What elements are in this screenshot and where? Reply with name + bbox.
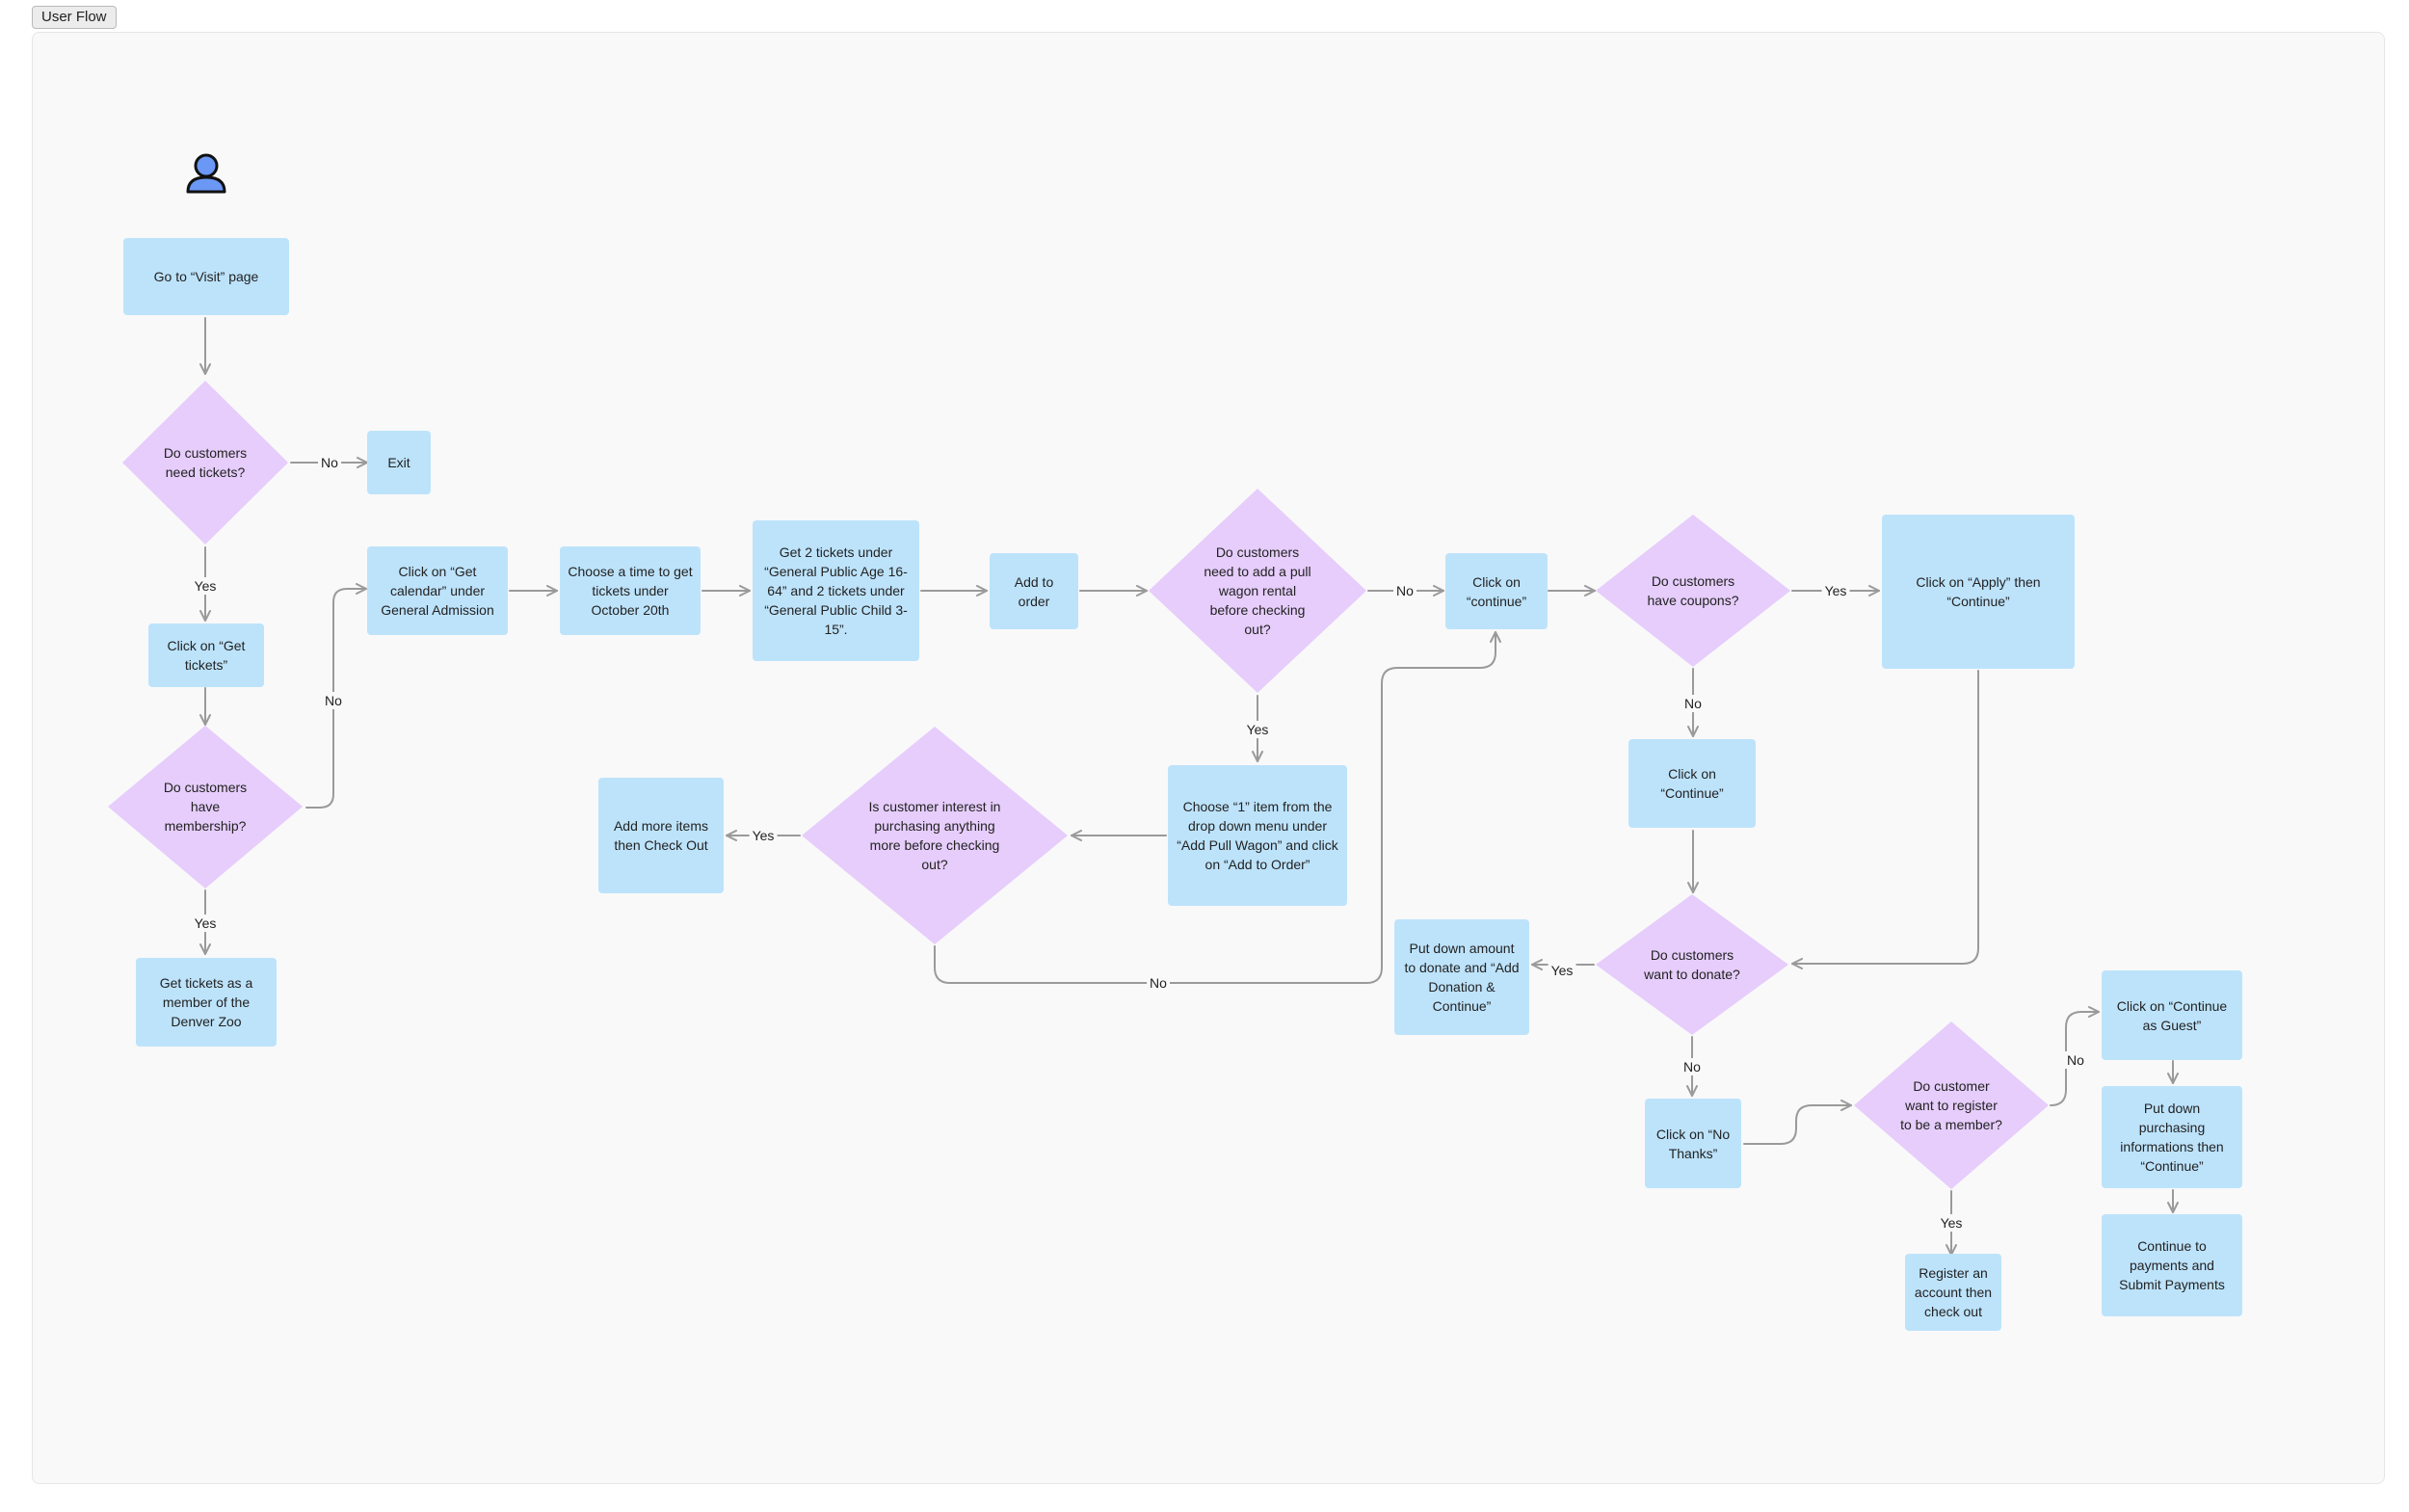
diamond-need-tickets[interactable]: [122, 381, 288, 544]
edge-label-membership-no: No: [322, 692, 345, 709]
node-continue-payments[interactable]: Continue to payments and Submit Payments: [2102, 1214, 2242, 1316]
decision-shapes: [108, 381, 2049, 1189]
decision-register-member: Do customer want to register to be a mem…: [1900, 1078, 2002, 1132]
node-put-down-amount[interactable]: Put down amount to donate and “Add Donat…: [1394, 919, 1529, 1035]
edge-label-interest-no: No: [1147, 974, 1170, 992]
node-click-continue-lower[interactable]: Click on “continue”: [1445, 553, 1548, 629]
edge-label-register-no: No: [2064, 1051, 2087, 1069]
node-go-visit[interactable]: Go to “Visit” page: [123, 238, 289, 315]
node-choose-time[interactable]: Choose a time to get tickets under Octob…: [560, 546, 701, 635]
decision-have-coupons: Do customers have coupons?: [1647, 573, 1739, 608]
decision-pull-wagon: Do customers need to add a pull wagon re…: [1204, 544, 1311, 637]
node-purchasing-info[interactable]: Put down purchasing informations then “C…: [2102, 1086, 2242, 1188]
node-register-account[interactable]: Register an account then check out: [1905, 1254, 2001, 1331]
edge-label-coupons-yes: Yes: [1821, 582, 1850, 599]
edge-label-need-tickets-yes: Yes: [191, 577, 220, 595]
edge-label-donate-yes: Yes: [1548, 962, 1576, 979]
decision-want-donate: Do customers want to donate?: [1644, 947, 1740, 982]
frame-title[interactable]: User Flow: [32, 6, 117, 29]
diamond-have-membership[interactable]: [108, 726, 303, 889]
edge-label-coupons-no: No: [1681, 695, 1705, 712]
node-continue-guest[interactable]: Click on “Continue as Guest”: [2102, 970, 2242, 1060]
diamond-want-donate[interactable]: [1596, 894, 1788, 1035]
decision-have-membership: Do customers have membership?: [163, 780, 248, 834]
node-add-to-order[interactable]: Add to order: [990, 553, 1078, 629]
edge-label-register-yes: Yes: [1937, 1214, 1966, 1232]
flow-canvas: [32, 32, 2385, 1484]
diamond-register-member[interactable]: [1854, 1021, 2049, 1189]
diamond-interest-more[interactable]: [802, 727, 1068, 944]
edge-label-wagon-yes: Yes: [1243, 721, 1272, 738]
user-icon: [186, 153, 226, 194]
decision-interest-more: Is customer interest in purchasing anyth…: [868, 799, 1001, 872]
decision-need-tickets: Do customers need tickets?: [163, 445, 248, 480]
node-click-continue-upper[interactable]: Click on “Continue”: [1628, 739, 1756, 828]
edge-label-interest-yes: Yes: [749, 827, 778, 844]
edge-label-wagon-no: No: [1393, 582, 1416, 599]
node-click-get-tickets[interactable]: Click on “Get tickets”: [148, 623, 264, 687]
edge-label-donate-no: No: [1681, 1058, 1704, 1075]
node-get-calendar[interactable]: Click on “Get calendar” under General Ad…: [367, 546, 508, 635]
node-choose-wagon[interactable]: Choose “1” item from the drop down menu …: [1168, 765, 1347, 906]
node-get-2-tickets[interactable]: Get 2 tickets under “General Public Age …: [753, 520, 919, 661]
node-exit[interactable]: Exit: [367, 431, 431, 494]
node-member-tickets[interactable]: Get tickets as a member of the Denver Zo…: [136, 958, 277, 1047]
edge-label-membership-yes: Yes: [191, 915, 220, 932]
diamond-have-coupons[interactable]: [1596, 515, 1790, 667]
node-add-more[interactable]: Add more items then Check Out: [598, 778, 724, 893]
edge-label-need-tickets-no: No: [318, 454, 341, 471]
node-apply-continue[interactable]: Click on “Apply” then “Continue”: [1882, 515, 2075, 669]
node-no-thanks[interactable]: Click on “No Thanks”: [1645, 1099, 1741, 1188]
diamond-pull-wagon[interactable]: [1149, 489, 1366, 693]
